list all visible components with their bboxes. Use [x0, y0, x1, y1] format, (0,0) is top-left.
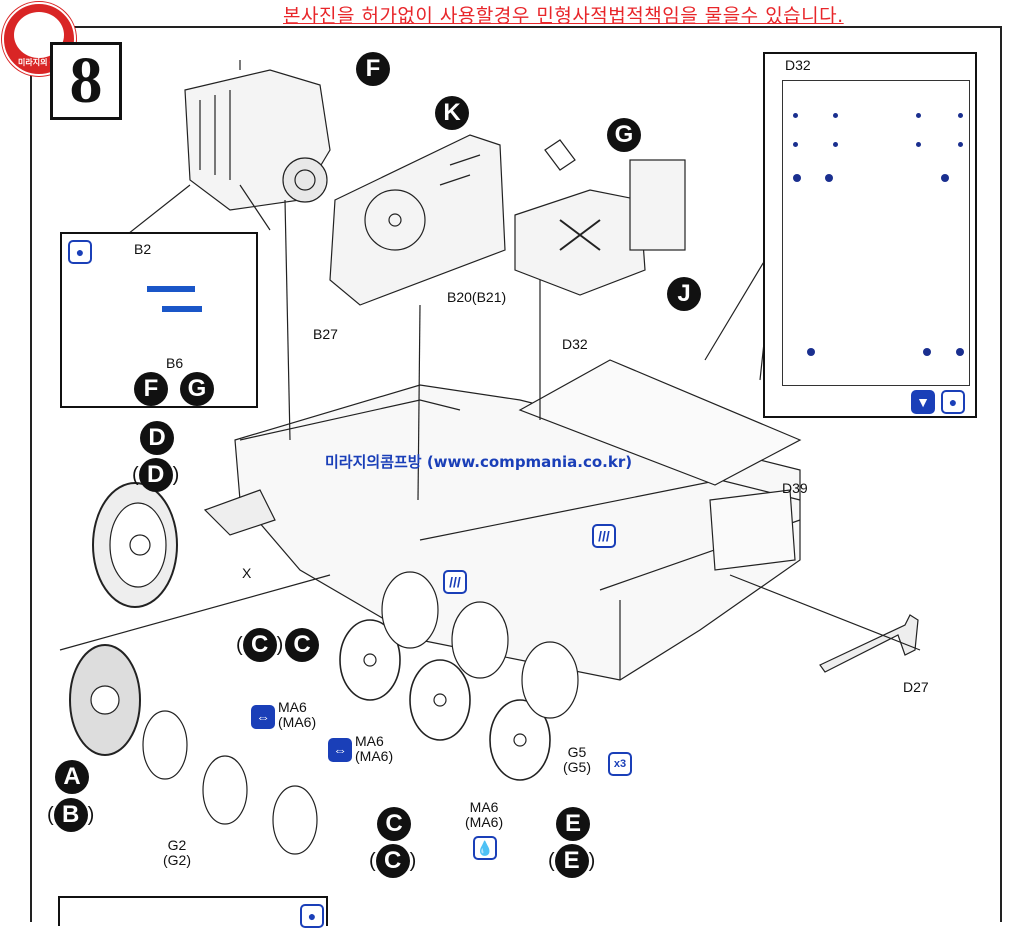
floor-panel-outline — [782, 80, 970, 386]
ma6-alt-label: (MA6) — [278, 714, 317, 730]
part-label-g5: G5 (G5) — [563, 745, 591, 775]
hole-marker — [956, 348, 964, 356]
quantity-x3-icon: x3 — [608, 752, 632, 776]
badge-c1-alt: (C) — [236, 628, 283, 662]
badge-d-alt: (D) — [132, 458, 179, 492]
glue-icon: ● — [941, 390, 965, 414]
part-label-d39: D39 — [782, 480, 808, 496]
badge-c1: C — [285, 628, 319, 662]
road-wheels — [142, 571, 579, 855]
part-label-b6: B6 — [166, 355, 184, 371]
ma6-alt-label: (MA6) — [355, 748, 394, 764]
sand-icon: ⇔ — [251, 705, 275, 729]
drill-hole-icon: ▼ — [911, 390, 935, 414]
engine-part — [184, 60, 331, 211]
badge-b-alt-circle: B — [53, 798, 88, 832]
badge-e-alt: (E) — [548, 844, 595, 878]
badge-c2: C — [377, 807, 411, 841]
part-label-b27: B27 — [313, 326, 338, 342]
g2-label: G2 — [167, 837, 187, 853]
step-number-box: 8 — [50, 42, 122, 120]
inset-engine-detail: ● B2 B6 F G — [60, 232, 258, 408]
hole-marker — [833, 113, 838, 118]
part-b2-highlight-2 — [162, 306, 202, 312]
pickaxe-part — [819, 614, 919, 673]
badge-c2-alt-circle: C — [375, 844, 410, 878]
hole-marker — [923, 348, 931, 356]
ma6-label: MA6 — [469, 799, 499, 815]
hole-marker — [793, 113, 798, 118]
part-label-x: X — [242, 565, 252, 581]
storage-box-d39 — [709, 489, 796, 571]
g5-label: G5 — [567, 744, 587, 760]
badge-e-alt-circle: E — [554, 844, 589, 878]
part-label-b2: B2 — [134, 241, 152, 257]
badge-g: G — [607, 118, 641, 152]
badge-g-inset: G — [180, 372, 214, 406]
part-label-d32-inset: D32 — [785, 57, 811, 73]
hole-marker — [807, 348, 815, 356]
hole-marker — [793, 142, 798, 147]
hole-marker — [958, 142, 963, 147]
badge-b-alt: (B) — [47, 798, 94, 832]
part-label-ma6-1: MA6 (MA6) — [278, 700, 316, 730]
badge-c2-alt: (C) — [369, 844, 416, 878]
part-label-b20: B20(B21) — [447, 289, 507, 305]
badge-k: K — [435, 96, 469, 130]
ma6-alt-label: (MA6) — [465, 814, 504, 830]
hole-marker — [941, 174, 949, 182]
page-frame — [30, 26, 1002, 922]
part-label-ma6-3: MA6 (MA6) — [465, 800, 503, 830]
sand-icon: ⇔ — [328, 738, 352, 762]
part-b2-highlight — [147, 286, 195, 292]
g5-alt-label: (G5) — [563, 759, 591, 775]
g2-alt-label: (G2) — [163, 852, 191, 868]
gearbox-part — [514, 139, 686, 296]
front-wheel-part — [92, 482, 178, 608]
floor-panel-d32 — [518, 359, 802, 486]
badge-j: J — [667, 277, 701, 311]
paint-stripes-icon: /// — [443, 570, 467, 594]
badge-f-inset: F — [134, 372, 168, 406]
badge-e: E — [556, 807, 590, 841]
badge-c1-alt-circle: C — [242, 628, 277, 662]
part-label-ma6-2: MA6 (MA6) — [355, 734, 393, 764]
hole-marker — [793, 174, 801, 182]
part-label-g2: G2 (G2) — [163, 838, 191, 868]
hole-marker — [916, 142, 921, 147]
hole-marker — [825, 174, 833, 182]
hole-marker — [958, 113, 963, 118]
front-axle-part — [203, 489, 276, 536]
ma6-label: MA6 — [355, 733, 384, 749]
sprocket-part — [69, 644, 141, 756]
badge-d: D — [140, 421, 174, 455]
hole-marker — [916, 113, 921, 118]
step-number: 8 — [69, 44, 103, 117]
ma6-label: MA6 — [278, 699, 307, 715]
badge-d-alt-circle: D — [138, 458, 173, 492]
badge-f: F — [356, 52, 390, 86]
inset-floor-panel: D32 ▼ ● — [763, 52, 977, 418]
part-label-d27: D27 — [903, 679, 929, 695]
paint-drop-icon: 💧 — [473, 836, 497, 860]
logo-text: 미라지의 콤프방 — [18, 58, 72, 67]
dashboard-part — [329, 134, 506, 306]
site-credit: 미라지의콤프방 (www.compmania.co.kr) — [325, 453, 633, 471]
paint-stripes-icon: /// — [592, 524, 616, 548]
badge-a: A — [55, 760, 89, 794]
glue-icon: ● — [300, 904, 324, 928]
part-label-d32: D32 — [562, 336, 588, 352]
hole-marker — [833, 142, 838, 147]
copyright-watermark: 본사진을 허가없이 사용할경우 민형사적법적책임을 물을수 있습니다. — [283, 5, 844, 27]
glue-icon: ● — [68, 240, 92, 264]
